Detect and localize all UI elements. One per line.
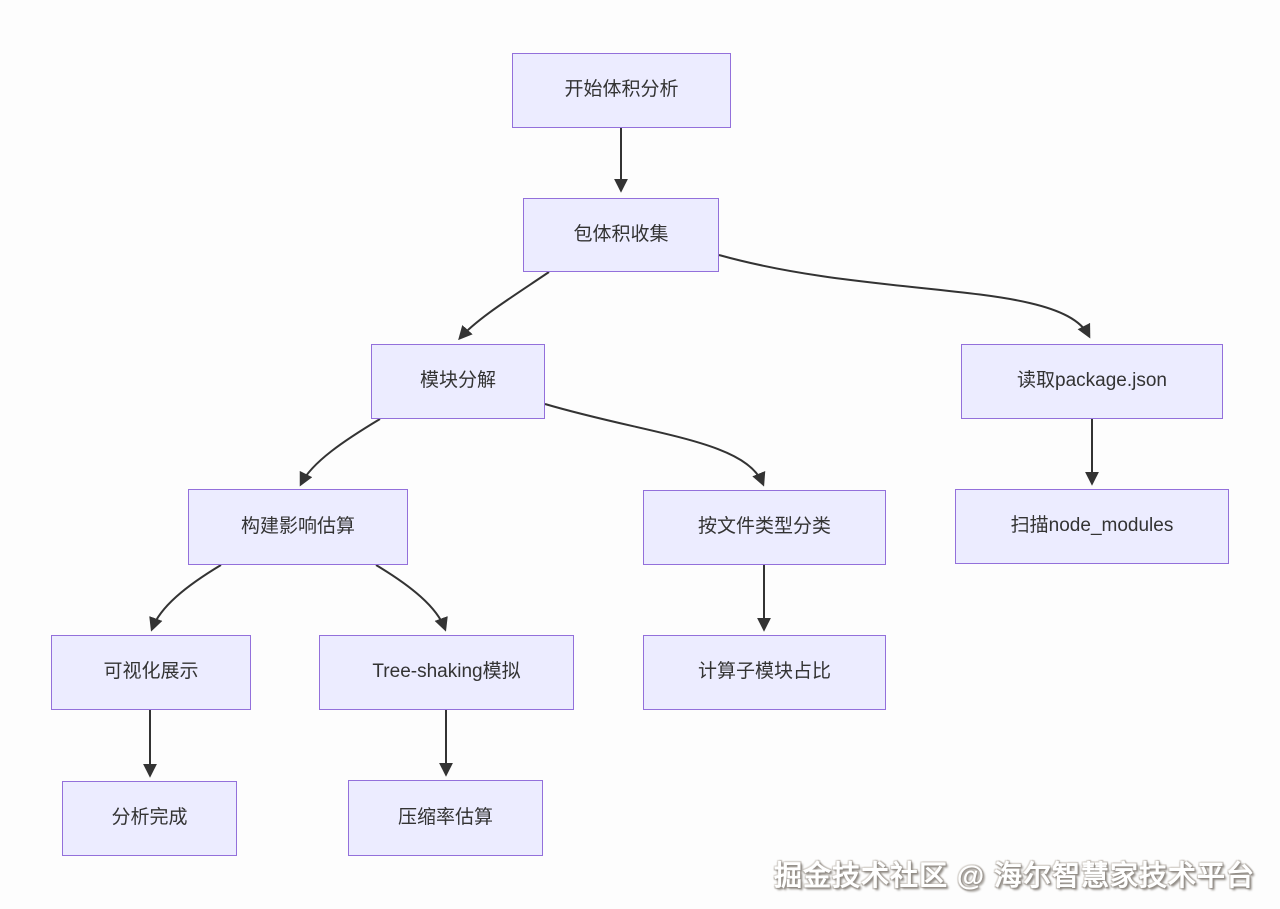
node-compress-rate: 压缩率估算 [348, 780, 543, 856]
node-classify: 按文件类型分类 [643, 490, 886, 565]
edge-collect-to-decompose [458, 271, 550, 341]
node-tree-shaking: Tree-shaking模拟 [319, 635, 574, 710]
node-build-impact: 构建影响估算 [188, 489, 408, 565]
node-visualize: 可视化展示 [51, 635, 251, 710]
edge-buildimpact-to-treeshaking [375, 564, 448, 632]
node-read-package: 读取package.json [961, 344, 1223, 419]
edge-decompose-to-classify [544, 403, 766, 487]
node-scan-modules: 扫描node_modules [955, 489, 1229, 564]
edge-decompose-to-buildimpact [299, 418, 381, 487]
node-done: 分析完成 [62, 781, 237, 856]
edge-buildimpact-to-visualize [149, 564, 222, 632]
node-decompose: 模块分解 [371, 344, 545, 419]
node-start: 开始体积分析 [512, 53, 731, 128]
watermark-text: 掘金技术社区 @ 海尔智慧家技术平台 [774, 860, 1255, 891]
node-collect: 包体积收集 [523, 198, 719, 272]
edge-collect-to-readpackage [718, 254, 1091, 339]
node-submodule-ratio: 计算子模块占比 [643, 635, 886, 710]
